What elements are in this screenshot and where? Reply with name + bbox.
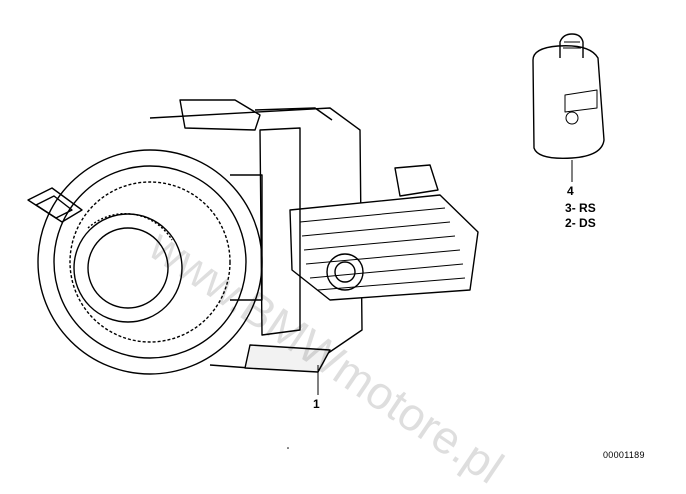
variant-row-rs: 3- RS (565, 202, 596, 214)
fan-ring (53, 165, 247, 359)
bottle-emblem-icon (565, 111, 579, 125)
air-filter-cover (73, 213, 183, 323)
cooling-fins (299, 207, 466, 291)
filter-mesh (87, 212, 173, 241)
bottle-body (532, 45, 605, 159)
leader-lines (317, 160, 573, 395)
callout-4: 4 (567, 184, 574, 198)
air-filter-inner (87, 227, 169, 309)
drawing-number: 00001189 (603, 450, 645, 460)
bottle-cap (559, 33, 584, 58)
variant-qty: 3 (565, 201, 572, 215)
variant-row-ds: 2- DS (565, 217, 596, 229)
exploded-view-drawing (27, 33, 605, 449)
bottle-label (564, 89, 598, 113)
variant-sep: - (571, 216, 576, 230)
cooling-duct (230, 174, 263, 301)
top-ridge (254, 107, 333, 121)
cap-ridges (563, 41, 581, 49)
variant-sep: - (571, 201, 576, 215)
cylinder-block (289, 194, 479, 301)
variant-code: DS (579, 216, 596, 230)
engine-assembly[interactable] (27, 99, 479, 375)
fan-grille (69, 181, 231, 343)
cylinder-port-inner (334, 261, 356, 283)
oil-bottle[interactable] (532, 33, 605, 159)
cylinder-port (326, 253, 364, 291)
handle-grip (35, 195, 73, 219)
variant-code: RS (579, 201, 596, 215)
variant-qty: 2 (565, 216, 572, 230)
callout-1: 1 (313, 397, 320, 411)
speck (287, 447, 289, 449)
cylinder-head-top (394, 164, 439, 197)
top-cover (179, 99, 261, 131)
